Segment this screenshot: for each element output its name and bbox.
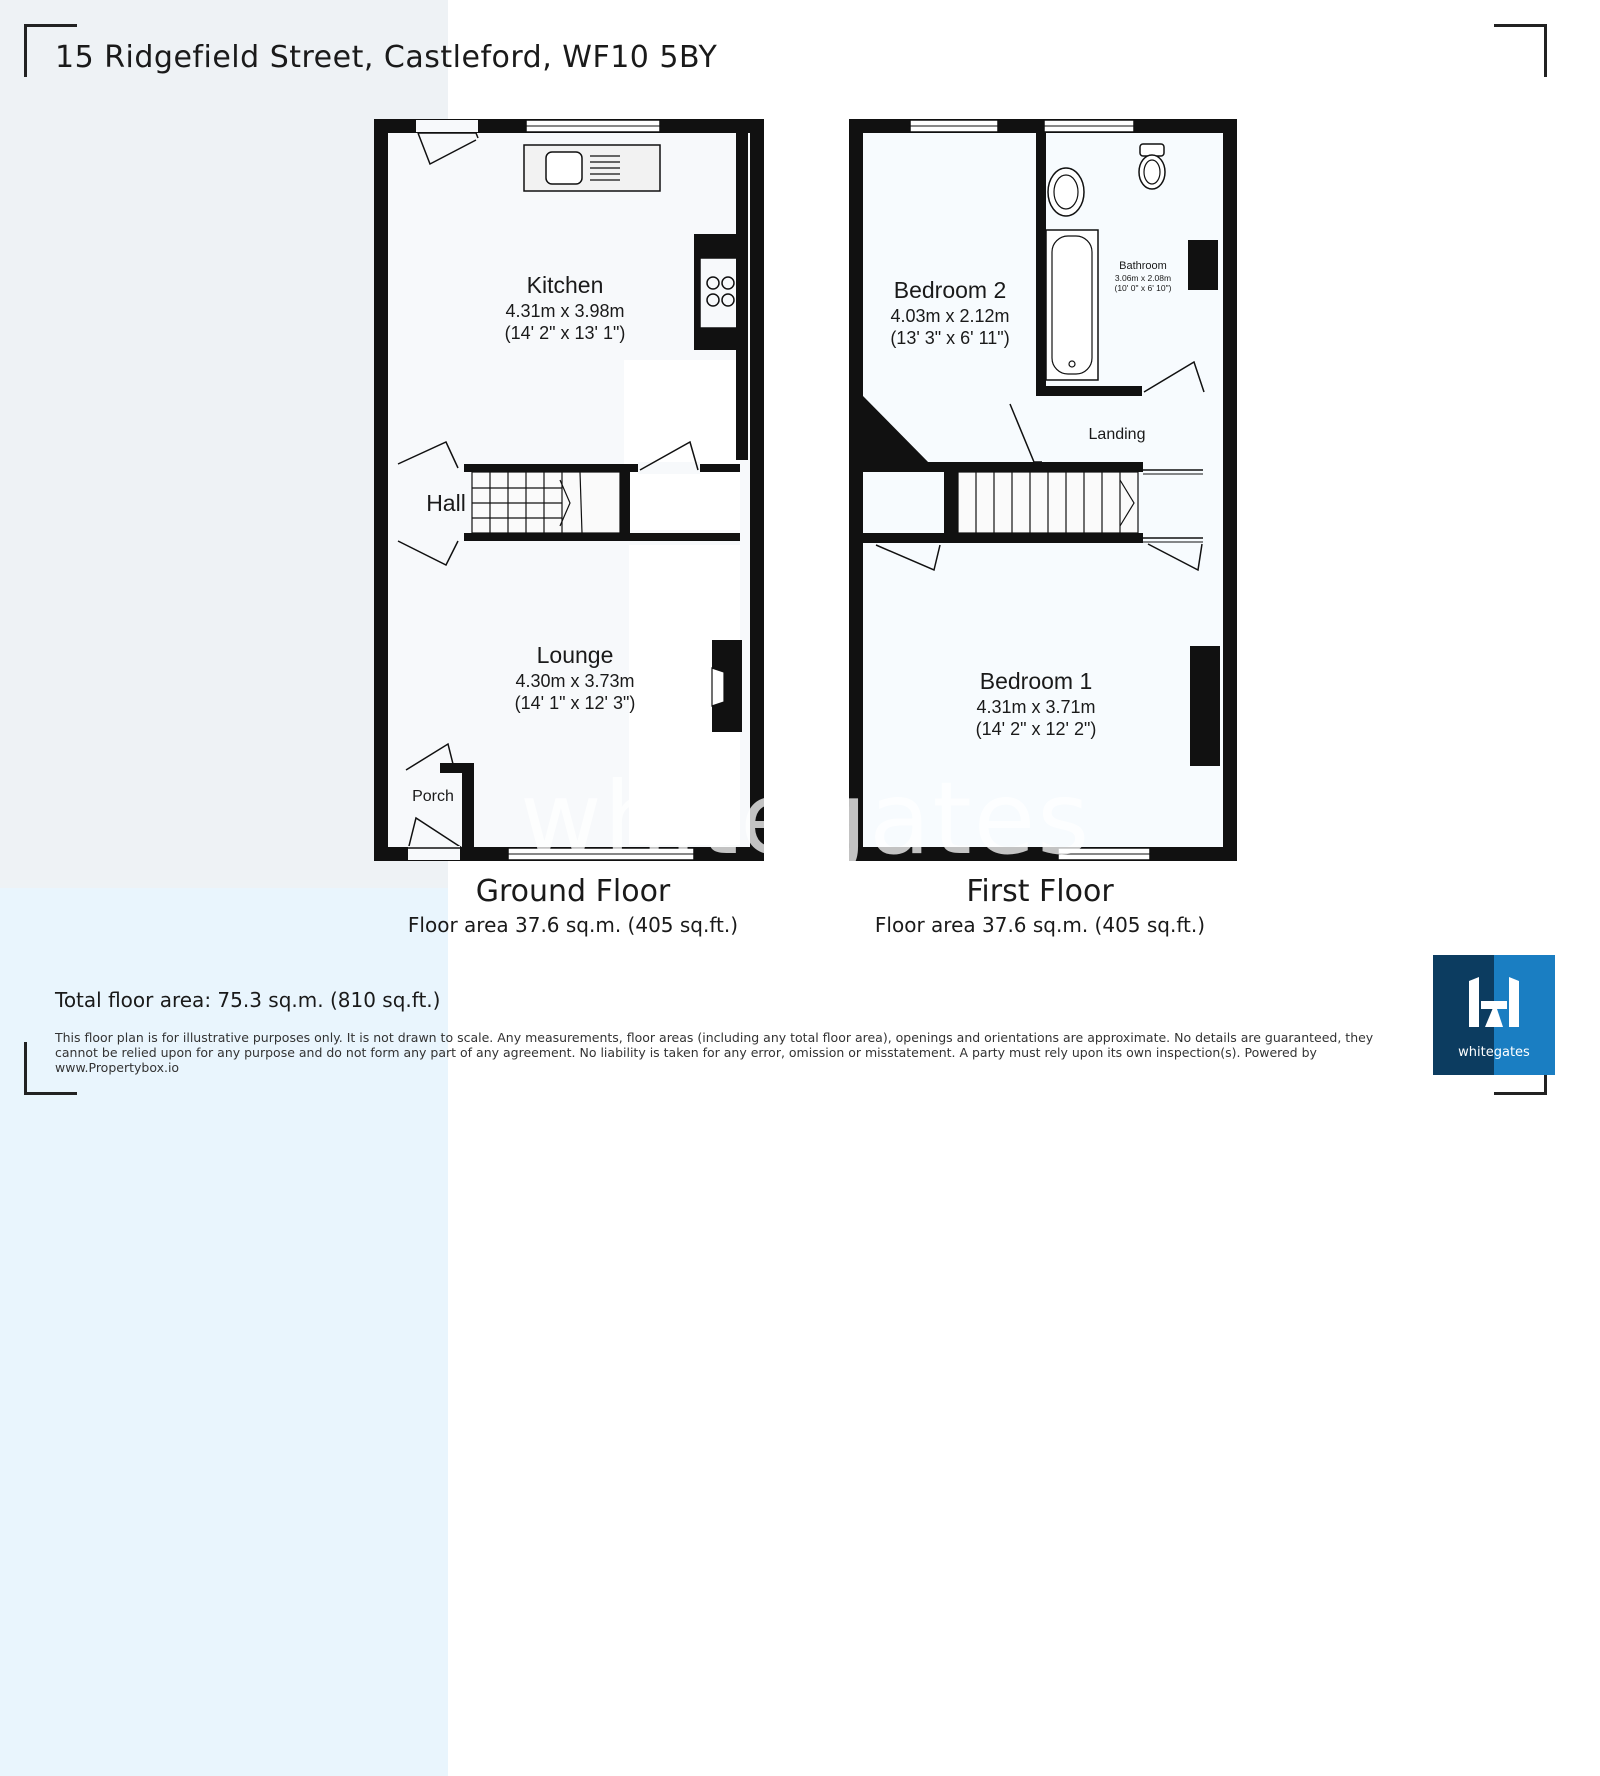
room-bathroom-metric: 3.06m x 2.08m <box>1114 272 1172 283</box>
frame-corner-bottom-left <box>24 1042 77 1095</box>
bathroom-chimney-breast <box>1188 240 1218 290</box>
frame-corner-top-right <box>1494 24 1547 77</box>
whitegates-logo: whitegates <box>1433 955 1555 1075</box>
room-bathroom: Bathroom 3.06m x 2.08m (10' 0" x 6' 10") <box>1106 260 1180 293</box>
landing-south-wall <box>863 533 1143 543</box>
ground-floor-panel <box>0 0 448 888</box>
total-floor-area: Total floor area: 75.3 sq.m. (810 sq.ft.… <box>55 988 441 1012</box>
room-bedroom2-imperial: (13' 3" x 6' 11") <box>890 328 1010 349</box>
hall-north-wall <box>464 464 740 472</box>
bathroom-toilet <box>1139 143 1165 157</box>
room-bedroom1: Bedroom 1 4.31m x 3.71m (14' 2" x 12' 2"… <box>966 667 1106 741</box>
room-bedroom2-name: Bedroom 2 <box>893 277 1007 303</box>
room-bathroom-imperial: (10' 0" x 6' 10") <box>1114 282 1172 293</box>
bathroom-door-swing <box>1143 360 1205 393</box>
ground-floor-label: Ground Floor Floor area 37.6 sq.m. (405 … <box>373 872 773 939</box>
ground-floor-area: Floor area 37.6 sq.m. (405 sq.ft.) <box>407 913 739 937</box>
first-floor-plan <box>849 119 1237 861</box>
hall-door-swing-north <box>397 441 459 469</box>
ground-floor-name: Ground Floor <box>475 874 671 909</box>
room-lounge-metric: 4.30m x 3.73m <box>515 670 635 691</box>
room-hall-name: Hall <box>426 490 466 516</box>
room-landing-name: Landing <box>1088 426 1146 443</box>
room-lounge-name: Lounge <box>536 642 614 668</box>
disclaimer-text: This floor plan is for illustrative purp… <box>55 1030 1374 1075</box>
ground-floor-plan <box>374 119 764 861</box>
room-bathroom-name: Bathroom <box>1119 260 1167 272</box>
first-floor-stairs <box>957 471 1139 534</box>
kitchen-hob <box>699 257 741 329</box>
room-kitchen: Kitchen 4.31m x 3.98m (14' 2" x 13' 1") <box>495 271 635 345</box>
landing-north-wall <box>863 462 1143 472</box>
room-kitchen-name: Kitchen <box>526 272 604 298</box>
room-kitchen-metric: 4.31m x 3.98m <box>505 300 625 321</box>
bedroom1-chimney-breast <box>1190 646 1220 766</box>
bathroom-bath <box>1045 229 1099 381</box>
porch-inner-door-swing <box>405 742 455 771</box>
room-bedroom2-metric: 4.03m x 2.12m <box>890 305 1010 326</box>
bathroom-south-wall <box>1036 386 1142 396</box>
room-porch: Porch <box>408 787 458 807</box>
whitegates-logo-wordmark: whitegates <box>1458 1045 1530 1060</box>
landing-cupboard <box>1143 466 1203 536</box>
room-hall: Hall <box>416 489 476 518</box>
ground-floor-stairs <box>471 471 621 534</box>
room-bedroom1-imperial: (14' 2" x 12' 2") <box>975 719 1097 740</box>
bedroom1-side-door-swing <box>875 544 941 572</box>
kitchen-back-door-swing <box>417 132 477 166</box>
room-lounge: Lounge 4.30m x 3.73m (14' 1" x 12' 3") <box>505 641 645 715</box>
bedroom1-door-swing <box>1147 543 1203 572</box>
room-bedroom1-metric: 4.31m x 3.71m <box>976 696 1096 717</box>
hall-south-wall <box>464 533 740 541</box>
floor-plan-drawing <box>374 119 1237 861</box>
property-address: 15 Ridgefield Street, Castleford, WF10 5… <box>55 40 718 75</box>
ground-floor-open-area <box>624 360 740 530</box>
whitegates-logo-mark-icon <box>1469 977 1519 1027</box>
bedroom2-angled-wall <box>863 396 932 466</box>
room-bedroom1-name: Bedroom 1 <box>979 668 1093 694</box>
bathroom-west-wall <box>1036 132 1046 394</box>
frame-corner-top-left <box>24 24 77 77</box>
first-floor-name: First Floor <box>966 874 1114 909</box>
room-kitchen-imperial: (14' 2" x 13' 1") <box>504 323 626 344</box>
bedroom2-door-swing <box>1009 403 1042 463</box>
room-porch-name: Porch <box>412 788 454 805</box>
room-lounge-imperial: (14' 1" x 12' 3") <box>514 693 636 714</box>
porch-wall <box>462 763 474 847</box>
porch-front-door-swing <box>407 816 463 851</box>
room-bedroom2: Bedroom 2 4.03m x 2.12m (13' 3" x 6' 11"… <box>880 276 1020 350</box>
room-landing: Landing <box>1082 425 1152 445</box>
kitchen-hall-door-swing <box>639 440 699 471</box>
hall-door-swing-south <box>397 540 459 567</box>
first-floor-label: First Floor Floor area 37.6 sq.m. (405 s… <box>840 872 1240 939</box>
first-floor-area: Floor area 37.6 sq.m. (405 sq.ft.) <box>874 913 1206 937</box>
